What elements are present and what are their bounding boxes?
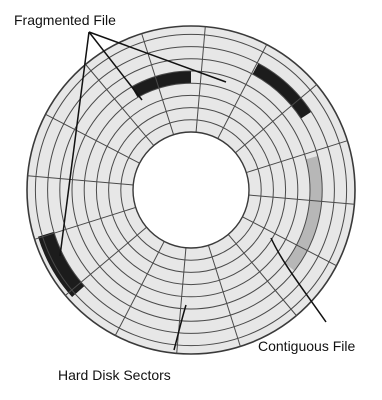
fragmented-file-label: Fragmented File [14,12,116,28]
contiguous-file-label: Contiguous File [258,338,355,354]
hard-disk-sectors-label: Hard Disk Sectors [58,367,171,383]
disk-hub [133,132,249,248]
